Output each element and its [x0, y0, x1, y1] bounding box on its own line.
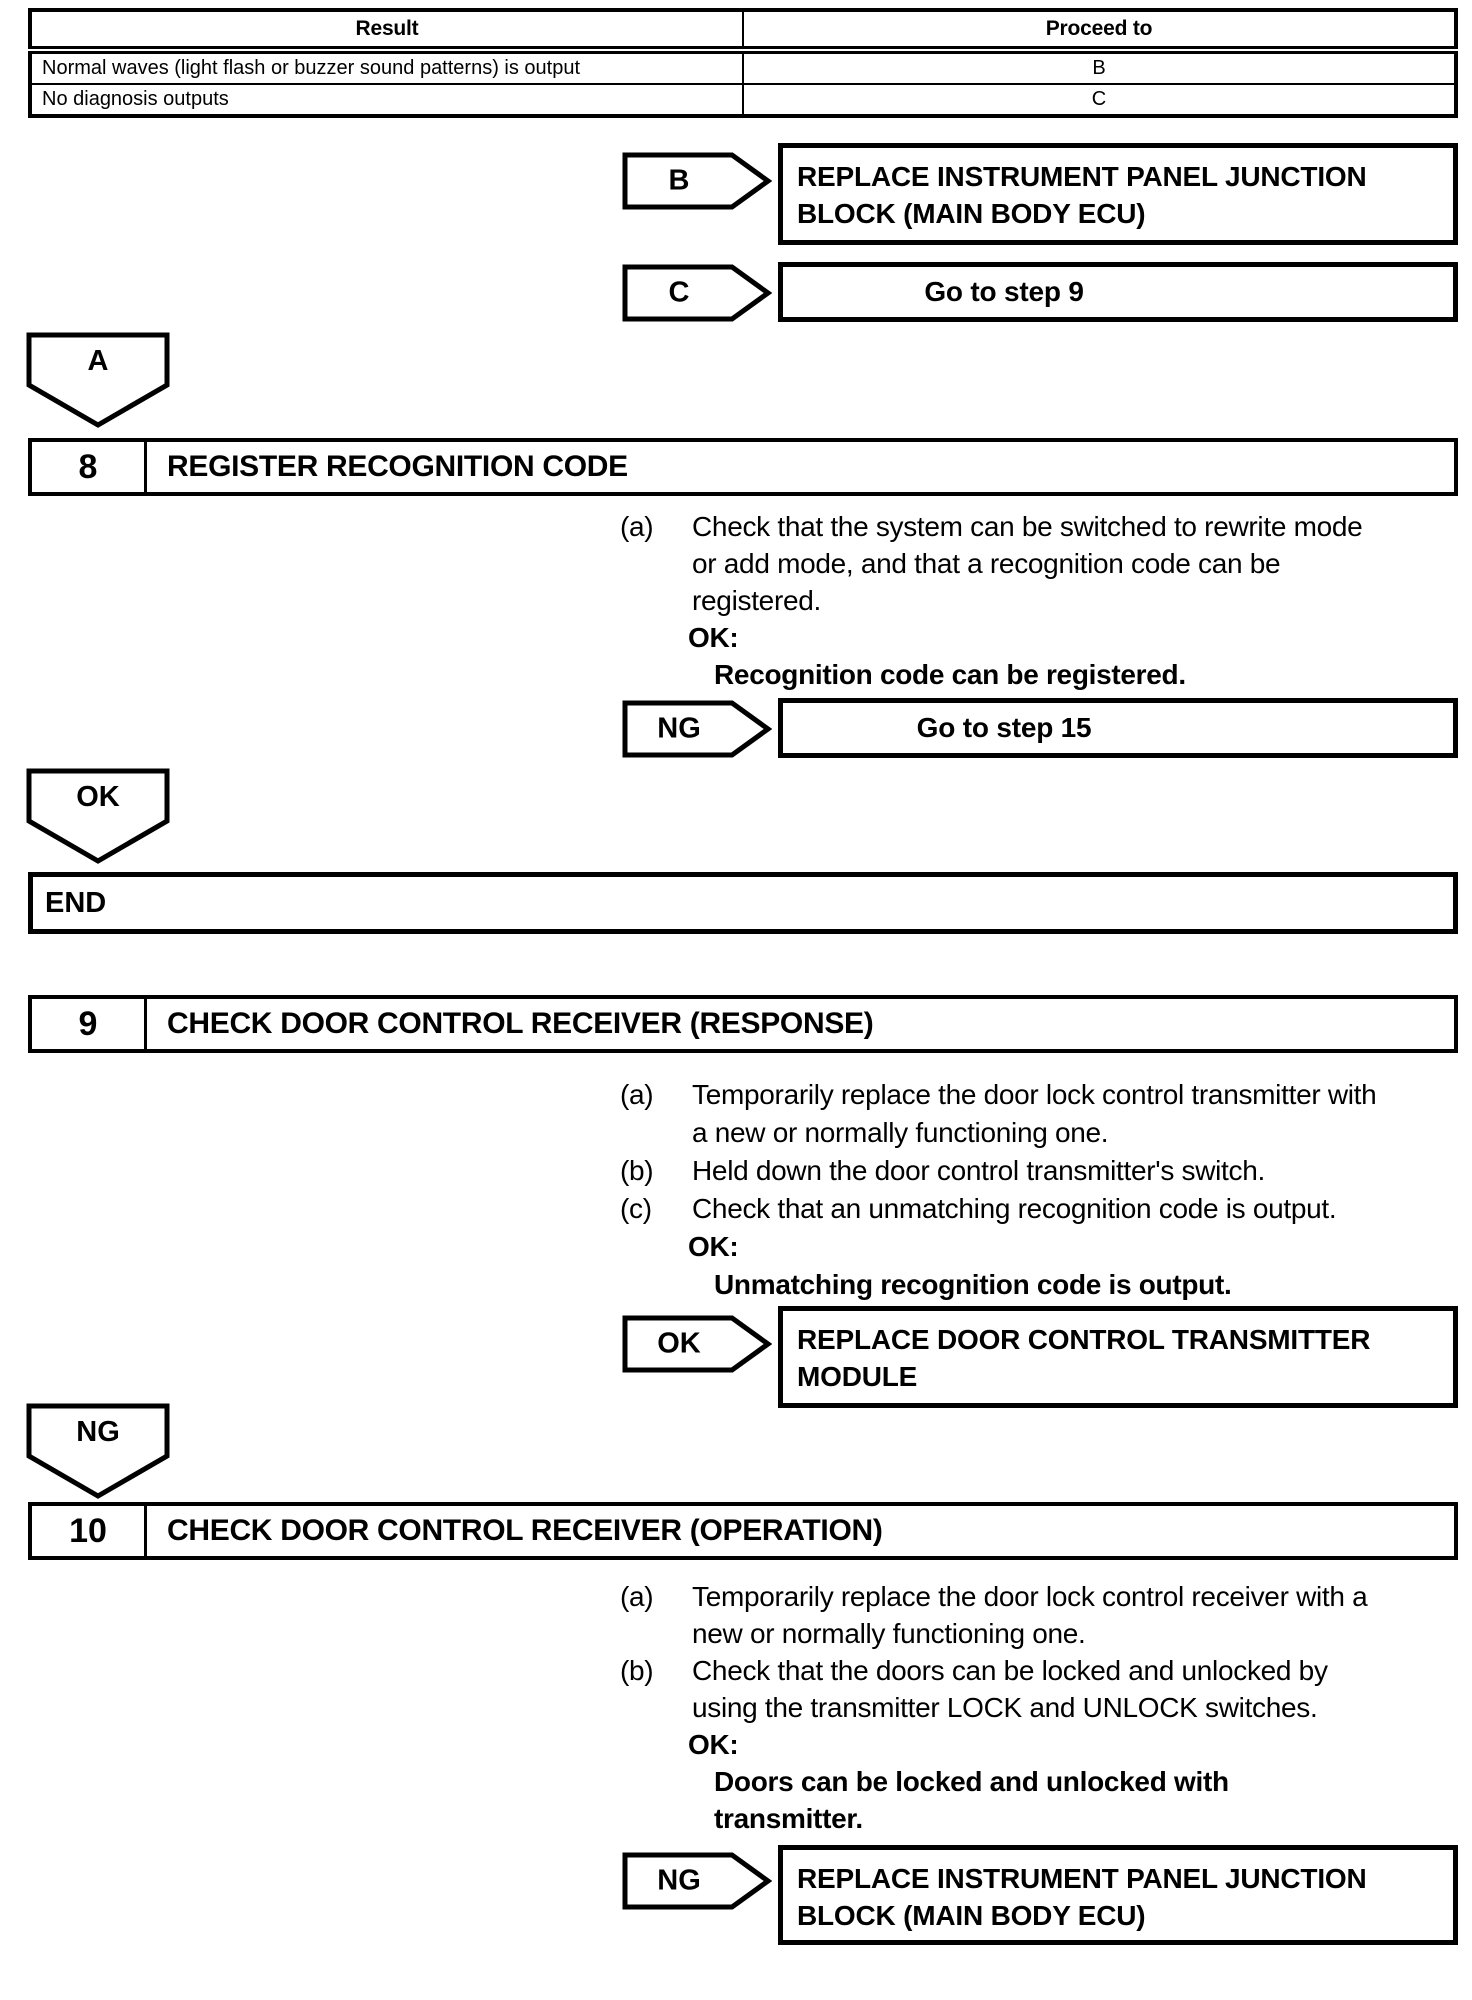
step9-number: 9: [32, 999, 147, 1049]
action-box-replace-junction-block-2: REPLACE INSTRUMENT PANEL JUNCTION BLOCK …: [778, 1845, 1458, 1945]
action-text: REPLACE INSTRUMENT PANEL JUNCTION BLOCK …: [797, 161, 1367, 229]
action-text: REPLACE DOOR CONTROL TRANSMITTER MODULE: [797, 1324, 1371, 1392]
connector-label-ng: NG: [76, 1416, 120, 1448]
down-arrow-shape: [26, 1403, 170, 1499]
item-tag: (b): [620, 1155, 654, 1186]
branch-label-ng: NG: [657, 1864, 701, 1897]
action-box-goto-step9: Go to step 9: [778, 262, 1458, 322]
branch-label-ok: OK: [657, 1327, 701, 1360]
connector-ok: OK: [26, 768, 170, 865]
step10-number: 10: [32, 1506, 147, 1556]
item-text: Temporarily replace the door lock contro…: [692, 1079, 1377, 1148]
action-box-goto-step15: Go to step 15: [778, 698, 1458, 758]
step10-header: 10 CHECK DOOR CONTROL RECEIVER (OPERATIO…: [28, 1502, 1458, 1560]
right-arrow-shape: [622, 700, 772, 758]
item-text: Held down the door control transmitter's…: [692, 1155, 1265, 1186]
item-text: Check that the doors can be locked and u…: [692, 1655, 1328, 1723]
right-arrow-shape: [622, 152, 772, 210]
ok-label: OK:: [688, 1729, 739, 1760]
connector-ng: NG: [26, 1403, 170, 1500]
instruction-item: (a) Temporarily replace the door lock co…: [620, 1578, 1472, 1652]
instruction-item: (a) Check that the system can be switche…: [620, 508, 1472, 619]
result-cell: Normal waves (light flash or buzzer soun…: [29, 49, 744, 85]
step8-header: 8 REGISTER RECOGNITION CODE: [28, 438, 1458, 496]
step8-title: REGISTER RECOGNITION CODE: [167, 450, 628, 483]
item-tag: (a): [620, 511, 654, 542]
branch-label-c: C: [668, 276, 690, 309]
branch-connector-ng-step8: NG: [622, 700, 772, 758]
result-table: Result Proceed to Normal waves (light fl…: [28, 8, 1458, 118]
item-tag: (a): [620, 1079, 654, 1110]
ok-condition: Recognition code can be registered.: [714, 659, 1186, 690]
action-text: Go to step 15: [916, 712, 1092, 743]
result-table-header-result: Result: [29, 9, 744, 54]
branch-connector-ok-step9: OK: [622, 1315, 772, 1373]
down-arrow-shape: [26, 768, 170, 864]
proceed-cell: B: [742, 49, 1457, 85]
ok-label: OK:: [688, 1231, 739, 1262]
instruction-item: (b) Held down the door control transmitt…: [620, 1152, 1472, 1190]
action-box-replace-junction-block: REPLACE INSTRUMENT PANEL JUNCTION BLOCK …: [778, 143, 1458, 245]
step10-body: (a) Temporarily replace the door lock co…: [620, 1578, 1472, 1837]
action-box-replace-transmitter-module: REPLACE DOOR CONTROL TRANSMITTER MODULE: [778, 1306, 1458, 1408]
ok-condition: Doors can be locked and unlocked with tr…: [714, 1766, 1229, 1834]
item-tag: (c): [620, 1193, 652, 1224]
branch-label-ng: NG: [657, 712, 701, 745]
step8-body: (a) Check that the system can be switche…: [620, 508, 1472, 693]
branch-connector-c: C: [622, 264, 772, 322]
step9-header: 9 CHECK DOOR CONTROL RECEIVER (RESPONSE): [28, 995, 1458, 1053]
item-tag: (b): [620, 1655, 654, 1686]
result-table-header-proceed: Proceed to: [742, 9, 1457, 54]
branch-connector-ng-step10: NG: [622, 1852, 772, 1910]
item-text: Check that an unmatching recognition cod…: [692, 1193, 1337, 1224]
table-row: No diagnosis outputs C: [29, 83, 1457, 117]
branch-label-b: B: [668, 164, 690, 197]
down-arrow-shape: [26, 332, 170, 428]
right-arrow-shape: [622, 1852, 772, 1910]
ok-condition: Unmatching recognition code is output.: [714, 1269, 1232, 1300]
step9-body: (a) Temporarily replace the door lock co…: [620, 1076, 1472, 1304]
action-text: REPLACE INSTRUMENT PANEL JUNCTION BLOCK …: [797, 1863, 1367, 1931]
item-text: Check that the system can be switched to…: [692, 511, 1363, 616]
action-text: Go to step 9: [924, 276, 1084, 307]
item-tag: (a): [620, 1581, 654, 1612]
branch-connector-b: B: [622, 152, 772, 210]
result-table-header-row: Result Proceed to: [29, 9, 1457, 54]
end-label: END: [45, 886, 107, 919]
step10-title: CHECK DOOR CONTROL RECEIVER (OPERATION): [167, 1514, 883, 1547]
connector-label-a: A: [87, 345, 109, 377]
end-box: END: [28, 872, 1458, 934]
instruction-item: (b) Check that the doors can be locked a…: [620, 1652, 1472, 1726]
step9-title: CHECK DOOR CONTROL RECEIVER (RESPONSE): [167, 1007, 874, 1040]
instruction-item: (c) Check that an unmatching recognition…: [620, 1190, 1472, 1228]
connector-a: A: [26, 332, 170, 429]
instruction-item: (a) Temporarily replace the door lock co…: [620, 1076, 1472, 1152]
right-arrow-shape: [622, 1315, 772, 1373]
result-cell: No diagnosis outputs: [29, 83, 744, 117]
ok-label: OK:: [688, 622, 739, 653]
right-arrow-shape: [622, 264, 772, 322]
table-row: Normal waves (light flash or buzzer soun…: [29, 49, 1457, 85]
item-text: Temporarily replace the door lock contro…: [692, 1581, 1368, 1649]
connector-label-ok: OK: [76, 781, 120, 813]
proceed-cell: C: [742, 83, 1457, 117]
step8-number: 8: [32, 442, 147, 492]
